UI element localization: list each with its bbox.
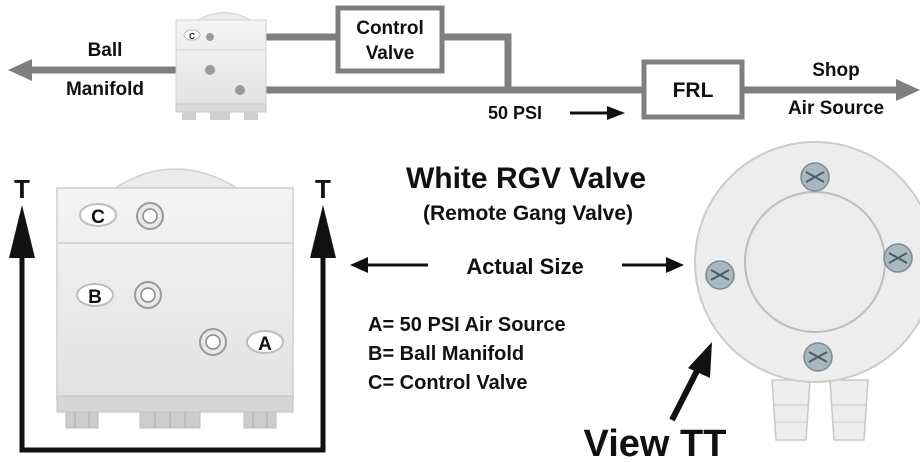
screw-bottom-icon xyxy=(803,342,833,372)
ball-manifold-arrow-head xyxy=(8,59,32,81)
port-b-label: B xyxy=(88,287,102,308)
large-rgv-valve: C B A xyxy=(56,168,294,429)
view-tt-valve xyxy=(694,141,920,441)
psi-arrow-icon xyxy=(570,106,625,120)
port-legend: A= 50 PSI Air Source B= Ball Manifold C=… xyxy=(368,314,566,394)
valve-subtitle: (Remote Gang Valve) xyxy=(423,202,633,225)
shop-air-label-line2: Air Source xyxy=(788,98,884,119)
pipe-control-valve-to-frl-line xyxy=(442,33,512,90)
small-rgv-valve: C xyxy=(175,12,267,120)
psi-label: 50 PSI xyxy=(488,103,542,123)
view-tt-arrow-icon xyxy=(669,342,712,422)
section-tt-bracket: T T xyxy=(9,174,336,453)
frl-box xyxy=(641,59,745,120)
port-a-label: A xyxy=(258,334,272,355)
t-marker-right: T xyxy=(315,174,331,204)
shop-air-label-line1: Shop xyxy=(812,60,860,81)
view-tt-label: View TT xyxy=(584,423,727,463)
ball-manifold-label-line2: Manifold xyxy=(66,79,144,100)
legend-a: A= 50 PSI Air Source xyxy=(368,314,566,336)
frl-label: FRL xyxy=(673,79,714,102)
valve-title: White RGV Valve xyxy=(406,162,646,195)
flow-schematic: C Control Valve FRL Ball Manifold Shop A… xyxy=(8,5,920,123)
control-valve-label-line1: Control xyxy=(356,18,424,39)
shop-arrow-head xyxy=(896,79,920,101)
legend-b: B= Ball Manifold xyxy=(368,343,524,365)
port-c-label: C xyxy=(91,207,105,228)
screw-right-icon xyxy=(883,243,913,273)
control-valve-box xyxy=(335,5,445,74)
actual-size-label: Actual Size xyxy=(466,254,583,279)
screw-left-icon xyxy=(705,260,735,290)
small-port-c-label: C xyxy=(189,32,195,41)
control-valve-label-line2: Valve xyxy=(366,43,415,64)
screw-top-icon xyxy=(800,162,830,192)
t-marker-left: T xyxy=(14,174,30,204)
legend-c: C= Control Valve xyxy=(368,372,528,394)
ball-manifold-label-line1: Ball xyxy=(88,40,123,61)
actual-size-indicator: Actual Size xyxy=(350,254,684,279)
